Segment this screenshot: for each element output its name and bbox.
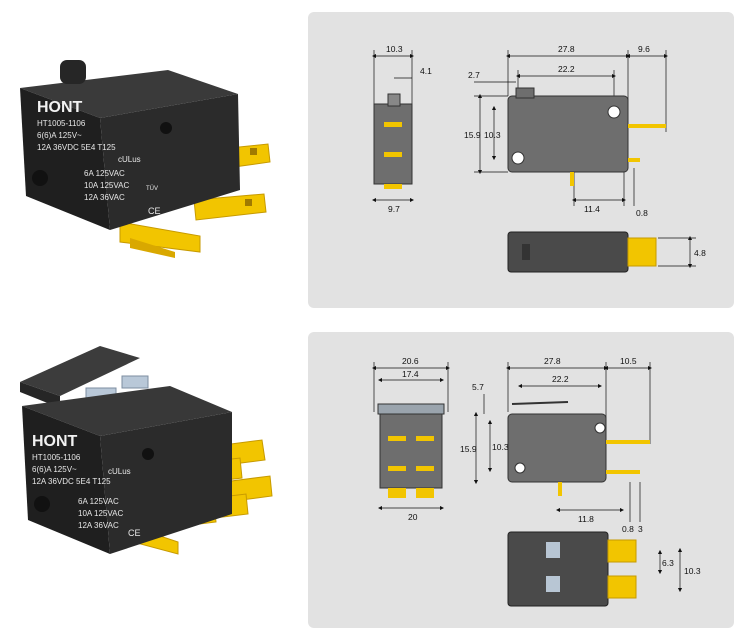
dim-side-terminal-thk: 0.8 xyxy=(622,524,634,534)
dim-side-height: 15.9 xyxy=(464,130,481,140)
dim-front-outer: 20.6 xyxy=(402,356,419,366)
front-view xyxy=(377,403,445,498)
dim-side-terminal: 9.6 xyxy=(638,44,650,54)
rating-12a: 12A 36VAC xyxy=(84,193,125,202)
rating-line-2: 12A 36VDC 5E4 T125 xyxy=(37,143,116,152)
dim-side-terminal-pos: 11.8 xyxy=(578,514,594,524)
dim-side-hole-vertical: 10.3 xyxy=(484,130,501,140)
rating-6a: 6A 125VAC xyxy=(84,169,125,178)
side-view xyxy=(507,401,650,496)
rating-10a: 10A 125VAC xyxy=(84,181,129,190)
model-label: HT1005-1106 xyxy=(37,119,86,128)
dim-front-width: 10.3 xyxy=(386,44,403,54)
drawing-panel-top: 10.3 4.1 9.7 27.8 9.6 22.2 2.7 15.9 10.3… xyxy=(308,12,734,308)
dim-front-base: 20 xyxy=(408,512,418,522)
dim-side-holes: 22.2 xyxy=(558,64,575,74)
dim-bottom-terminal-w: 6.3 xyxy=(662,558,674,568)
dim-side-hole-vertical: 10.3 xyxy=(492,442,509,452)
ul-mark: cULus xyxy=(118,155,141,164)
switch-photo-bottom: HONT HT1005-1106 6(6)A 125V~ 12A 36VDC 5… xyxy=(20,346,273,555)
rating-line-1: 6(6)A 125V~ xyxy=(32,465,77,474)
side-view xyxy=(507,87,666,186)
dimension-drawing-top: 10.3 4.1 9.7 27.8 9.6 22.2 2.7 15.9 10.3… xyxy=(371,44,706,273)
dim-bottom-terminal-pitch: 10.3 xyxy=(684,566,701,576)
dimension-drawing-bottom: 20.6 17.4 20 27.8 10.5 22.2 5.7 15.9 10.… xyxy=(371,356,701,607)
rating-line-1: 6(6)A 125V~ xyxy=(37,131,82,140)
bottom-view xyxy=(507,231,657,273)
rating-10a: 10A 125VAC xyxy=(78,509,123,518)
dim-side-terminal: 10.5 xyxy=(620,356,637,366)
dim-front-offset: 4.1 xyxy=(420,66,432,76)
switch-photo-top: HONT HT1005-1106 6(6)A 125V~ 12A 36VDC 5… xyxy=(20,60,271,258)
tuv-mark: TÜV xyxy=(146,185,158,192)
dim-side-plunger: 5.7 xyxy=(472,382,484,392)
brand-logo: HONT xyxy=(32,433,78,450)
switch-body xyxy=(22,386,232,554)
ce-mark: CE xyxy=(128,528,141,538)
rating-line-2: 12A 36VDC 5E4 T125 xyxy=(32,477,111,486)
dim-bottom-terminal-w: 4.8 xyxy=(694,248,706,258)
dim-side-terminal-thk: 0.8 xyxy=(636,208,648,218)
switch-body xyxy=(20,60,240,230)
ce-mark: CE xyxy=(148,206,161,216)
rating-6a: 6A 125VAC xyxy=(78,497,119,506)
dim-side-length: 27.8 xyxy=(558,44,575,54)
model-label: HT1005-1106 xyxy=(32,453,81,462)
dim-front-base: 9.7 xyxy=(388,204,400,214)
front-view xyxy=(373,93,413,189)
bottom-view xyxy=(507,531,637,607)
dim-side-terminal-gap: 3 xyxy=(638,524,643,534)
dim-side-height: 15.9 xyxy=(460,444,477,454)
rating-12a: 12A 36VAC xyxy=(78,521,119,530)
dim-side-terminal-pos: 11.4 xyxy=(584,204,600,214)
dim-side-length: 27.8 xyxy=(544,356,561,366)
ul-mark: cULus xyxy=(108,467,131,476)
brand-logo: HONT xyxy=(37,99,83,116)
dim-front-inner: 17.4 xyxy=(402,369,419,379)
dim-side-plunger: 2.7 xyxy=(468,70,480,80)
drawing-panel-bottom: 20.6 17.4 20 27.8 10.5 22.2 5.7 15.9 10.… xyxy=(308,332,734,628)
dim-side-holes: 22.2 xyxy=(552,374,569,384)
